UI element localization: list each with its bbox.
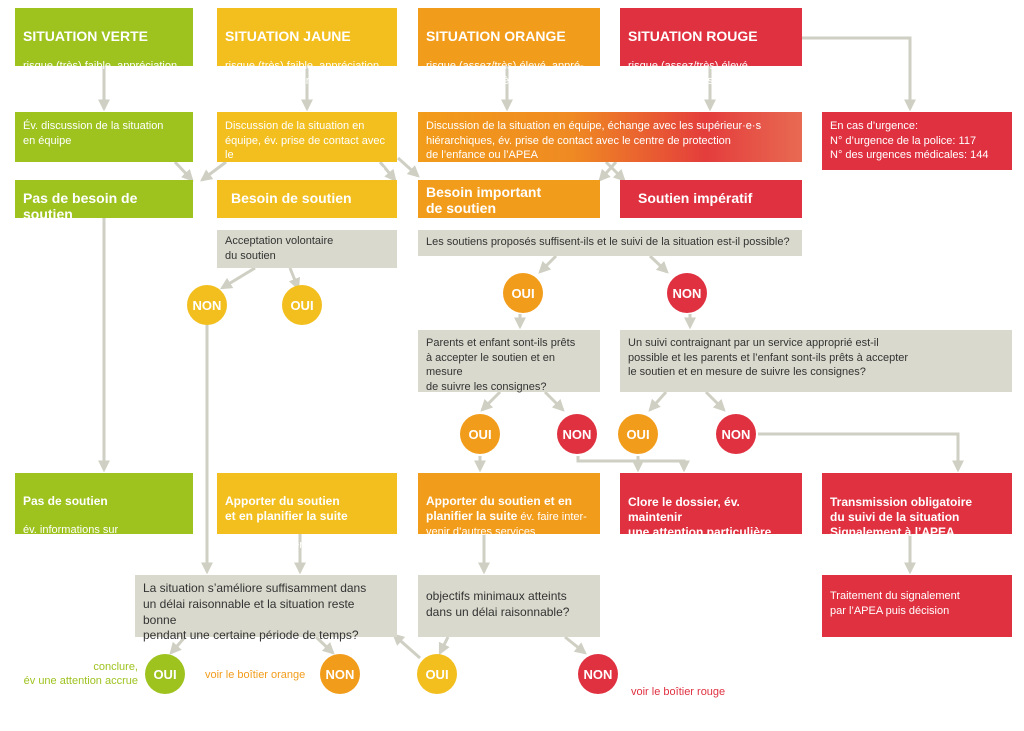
answer-non-parents: NON bbox=[557, 414, 597, 454]
besoin-important-box: Besoin important de soutien bbox=[418, 180, 600, 218]
pas-de-soutien-title: Pas de soutien bbox=[23, 493, 108, 508]
besoin-soutien-box: Besoin de soutien bbox=[217, 180, 397, 218]
situation-jaune-desc: risque (très) faible, appréciation (asse… bbox=[225, 60, 380, 87]
situation-orange-title: SITUATION ORANGE bbox=[426, 27, 566, 44]
arrow-parents-non bbox=[543, 390, 565, 412]
arrow-objectifs-non bbox=[564, 635, 587, 655]
answer-non-jaune: NON bbox=[187, 285, 227, 325]
situation-verte-desc: risque (très) faible, appréciation (très… bbox=[23, 60, 178, 87]
arrow-non-clore bbox=[576, 456, 690, 473]
arrow-non-transmission bbox=[758, 432, 964, 473]
question-suffisent-box: Les soutiens proposés suffisent-ils et l… bbox=[418, 230, 802, 256]
arrow-oui-back-ameliore bbox=[392, 633, 421, 660]
answer-oui-ameliore: OUI bbox=[145, 654, 185, 694]
soutien-imperatif-box: Soutien impératif bbox=[620, 180, 802, 218]
arrow-acceptation-non bbox=[219, 266, 256, 290]
apporter-jaune-title: Apporter du soutien et en planifier la s… bbox=[225, 493, 348, 523]
arrow-disc-jaune-important bbox=[396, 156, 420, 178]
apporter-orange-desc-1: év. faire inter- bbox=[517, 511, 587, 524]
arrow-disc-jaune-besoin bbox=[378, 161, 397, 182]
pas-de-soutien-desc: év. informations sur les possibilités de… bbox=[23, 524, 148, 551]
question-parents-box: Parents et enfant sont-ils prêts à accep… bbox=[418, 330, 600, 393]
answer-oui-parents: OUI bbox=[460, 414, 500, 454]
note-voir-rouge: voir le boîtier rouge bbox=[631, 686, 726, 698]
answer-non-ameliore: NON bbox=[320, 654, 360, 694]
arrow-suffisent-oui bbox=[538, 254, 558, 274]
arrow-ameliore-oui bbox=[169, 636, 187, 655]
discussion-verte-box: Év. discussion de la situation en équipe bbox=[15, 112, 193, 162]
arrow-disc-orange-important bbox=[598, 161, 618, 182]
answer-oui-contraignant: OUI bbox=[618, 414, 658, 454]
arrow-contraignant-oui bbox=[648, 391, 668, 412]
situation-orange-box: SITUATION ORANGE risque (assez/très) éle… bbox=[418, 8, 600, 87]
arrow-disc-jaune-aucun bbox=[200, 160, 227, 182]
answer-non-objectifs: NON bbox=[578, 654, 618, 694]
urgence-box: En cas d’urgence: N° d’urgence de la pol… bbox=[822, 112, 1012, 170]
question-contraignant-box: Un suivi contraignant par un service app… bbox=[620, 330, 1012, 392]
situation-orange-desc: risque (assez/très) élevé, appré- ciatio… bbox=[426, 60, 584, 87]
answer-oui-jaune: OUI bbox=[282, 285, 322, 325]
discussion-orange-rouge-box: Discussion de la situation en équipe, éc… bbox=[418, 112, 802, 162]
question-acceptation-box: Acceptation volontaire du soutien bbox=[217, 230, 397, 268]
answer-non-contraignant: NON bbox=[716, 414, 756, 454]
arrow-suffisent-non bbox=[648, 254, 669, 274]
arrow-contraignant-non bbox=[704, 390, 726, 412]
arrow-parents-oui bbox=[480, 390, 502, 412]
besoin-aucun-box: Pas de besoin de soutien bbox=[15, 180, 193, 222]
situation-rouge-desc: risque (assez/très) élevé, appréciation … bbox=[628, 60, 759, 87]
situation-verte-title: SITUATION VERTE bbox=[23, 27, 148, 44]
situation-jaune-box: SITUATION JAUNE risque (très) faible, ap… bbox=[217, 8, 397, 87]
apporter-orange-title: Apporter du soutien et en planifier la s… bbox=[426, 493, 573, 524]
situation-rouge-box: SITUATION ROUGE risque (assez/très) élev… bbox=[620, 8, 802, 87]
situation-rouge-title: SITUATION ROUGE bbox=[628, 27, 758, 44]
pas-de-soutien-box: Pas de soutien év. informations sur les … bbox=[15, 473, 193, 551]
apporter-soutien-orange-box: Apporter du soutien et en planifier la s… bbox=[418, 473, 600, 552]
transmission-text: Transmission obligatoire du suivi de la … bbox=[830, 494, 973, 539]
transmission-box: Transmission obligatoire du suivi de la … bbox=[822, 473, 1012, 539]
arrow-objectifs-oui bbox=[438, 636, 450, 656]
question-objectifs-box: objectifs minimaux atteints dans un déla… bbox=[418, 575, 600, 637]
arrow-ameliore-non bbox=[314, 635, 335, 655]
apporter-orange-desc-2: venir d’autres services spécialisés bbox=[426, 525, 536, 553]
apporter-soutien-jaune-box: Apporter du soutien et en planifier la s… bbox=[217, 473, 397, 566]
apporter-jaune-desc: év. faire intervenir d’autres services bbox=[225, 539, 354, 566]
situation-verte-box: SITUATION VERTE risque (très) faible, ap… bbox=[15, 8, 193, 87]
arrow-disc-verte-besoin bbox=[173, 160, 194, 182]
answer-non-suffisent: NON bbox=[667, 273, 707, 313]
answer-oui-objectifs: OUI bbox=[417, 654, 457, 694]
arrow-rouge-urgence bbox=[802, 36, 916, 112]
question-ameliore-box: La situation s’améliore suffisamment dan… bbox=[135, 575, 397, 642]
arrow-disc-orange-imperatif bbox=[604, 160, 626, 182]
note-conclure: conclure, év une attention accrue bbox=[23, 661, 138, 688]
clore-dossier-text: Clore le dossier, év. maintenir une atte… bbox=[628, 494, 778, 554]
discussion-jaune-box: Discussion de la situation en équipe, év… bbox=[217, 112, 397, 176]
situation-jaune-title: SITUATION JAUNE bbox=[225, 27, 351, 44]
clore-dossier-box: Clore le dossier, év. maintenir une atte… bbox=[620, 473, 802, 554]
traitement-box: Traitement du signalement par l’APEA pui… bbox=[822, 575, 1012, 637]
note-voir-orange: voir le boîtier orange bbox=[205, 669, 306, 681]
answer-oui-suffisent: OUI bbox=[503, 273, 543, 313]
arrow-acceptation-oui bbox=[288, 267, 301, 291]
